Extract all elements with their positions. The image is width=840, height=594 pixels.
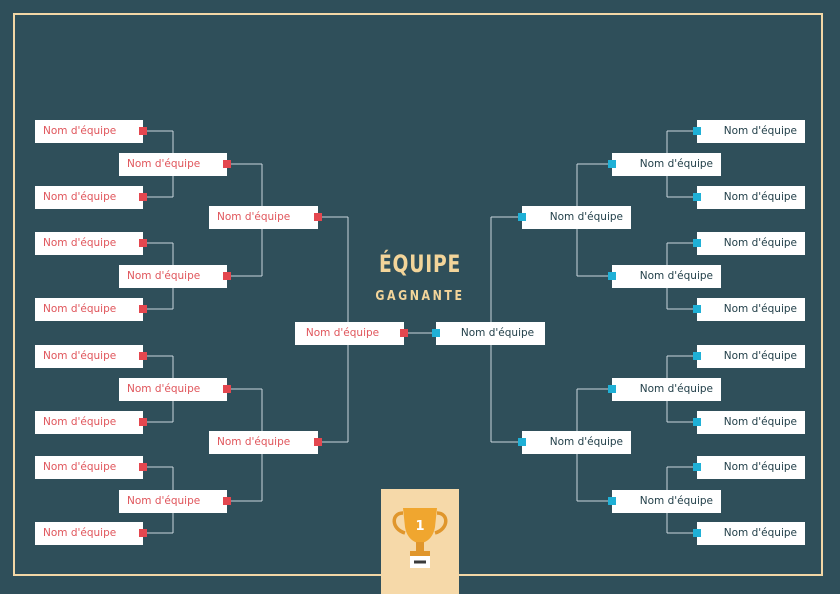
red-connector-marker [400,329,408,337]
right-round3-team[interactable]: Nom d'équipe [518,205,631,229]
right-round2-team[interactable]: Nom d'équipe [608,152,721,176]
team-name-label: Nom d'équipe [549,435,623,448]
winner-title: ÉQUIPE [378,250,462,278]
right-round1-team[interactable]: Nom d'équipe [693,521,805,545]
trophy-panel: 1 [381,489,459,594]
red-connector-marker [223,160,231,168]
right-round1-team[interactable]: Nom d'équipe [693,297,805,321]
team-name-label: Nom d'équipe [43,236,117,249]
right-round1-team[interactable]: Nom d'équipe [693,185,805,209]
team-name-label: Nom d'équipe [723,349,797,362]
blue-connector-marker [608,272,616,280]
red-connector-marker [314,213,322,221]
trophy-number: 1 [415,519,424,534]
team-name-label: Nom d'équipe [43,349,117,362]
red-connector-marker [139,352,147,360]
right-round1-team[interactable]: Nom d'équipe [693,455,805,479]
team-name-label: Nom d'équipe [723,415,797,428]
right-round1-team[interactable]: Nom d'équipe [693,119,805,143]
team-name-label: Nom d'équipe [639,382,713,395]
right-round1-team[interactable]: Nom d'équipe [693,410,805,434]
left-round1-team[interactable]: Nom d'équipe [35,231,147,255]
blue-connector-marker [693,529,701,537]
team-name-label: Nom d'équipe [723,460,797,473]
team-name-label: Nom d'équipe [43,190,117,203]
red-connector-marker [139,193,147,201]
team-name-label: Nom d'équipe [723,526,797,539]
team-name-label: Nom d'équipe [723,302,797,315]
blue-connector-marker [693,239,701,247]
left-round1-team[interactable]: Nom d'équipe [35,297,147,321]
team-name-label: Nom d'équipe [639,269,713,282]
left-round1-team[interactable]: Nom d'équipe [35,119,147,143]
team-name-label: Nom d'équipe [127,269,201,282]
blue-connector-marker [608,160,616,168]
blue-connector-marker [608,385,616,393]
red-connector-marker [223,497,231,505]
team-name-label: Nom d'équipe [127,157,201,170]
team-name-label: Nom d'équipe [305,326,380,339]
left-round2-team[interactable]: Nom d'équipe [119,377,231,401]
left-finalist[interactable]: Nom d'équipe [295,321,408,345]
team-name-label: Nom d'équipe [460,326,535,339]
team-name-label: Nom d'équipe [639,494,713,507]
blue-connector-marker [693,418,701,426]
team-name-label: Nom d'équipe [723,236,797,249]
left-round3-team[interactable]: Nom d'équipe [209,430,322,454]
team-name-label: Nom d'équipe [43,124,117,137]
team-name-label: Nom d'équipe [723,190,797,203]
left-round3-team[interactable]: Nom d'équipe [209,205,322,229]
right-round1-team[interactable]: Nom d'équipe [693,231,805,255]
blue-connector-marker [693,352,701,360]
blue-connector-marker [693,127,701,135]
team-name-label: Nom d'équipe [217,435,291,448]
team-name-label: Nom d'équipe [43,302,117,315]
blue-connector-marker [693,305,701,313]
right-round2-team[interactable]: Nom d'équipe [608,377,721,401]
team-name-label: Nom d'équipe [127,382,201,395]
right-round3-team[interactable]: Nom d'équipe [518,430,631,454]
red-connector-marker [223,385,231,393]
blue-connector-marker [693,193,701,201]
red-connector-marker [314,438,322,446]
left-round2-team[interactable]: Nom d'équipe [119,489,231,513]
red-connector-marker [139,239,147,247]
blue-connector-marker [432,329,440,337]
team-name-label: Nom d'équipe [43,460,117,473]
right-finalist[interactable]: Nom d'équipe [432,321,545,345]
team-name-label: Nom d'équipe [723,124,797,137]
team-name-label: Nom d'équipe [549,210,623,223]
red-connector-marker [139,463,147,471]
right-round1-team[interactable]: Nom d'équipe [693,344,805,368]
left-round1-team[interactable]: Nom d'équipe [35,521,147,545]
left-round1-team[interactable]: Nom d'équipe [35,410,147,434]
red-connector-marker [139,127,147,135]
red-connector-marker [139,529,147,537]
blue-connector-marker [518,438,526,446]
left-round1-team[interactable]: Nom d'équipe [35,185,147,209]
red-connector-marker [223,272,231,280]
left-round2-team[interactable]: Nom d'équipe [119,264,231,288]
trophy-icon: 1 [392,508,448,568]
red-connector-marker [139,418,147,426]
blue-connector-marker [693,463,701,471]
team-name-label: Nom d'équipe [43,526,117,539]
left-round1-team[interactable]: Nom d'équipe [35,344,147,368]
blue-connector-marker [518,213,526,221]
team-name-label: Nom d'équipe [127,494,201,507]
team-name-label: Nom d'équipe [639,157,713,170]
red-connector-marker [139,305,147,313]
winner-subtitle: GAGNANTE [375,289,465,304]
team-name-label: Nom d'équipe [217,210,291,223]
left-round1-team[interactable]: Nom d'équipe [35,455,147,479]
blue-connector-marker [608,497,616,505]
right-round2-team[interactable]: Nom d'équipe [608,489,721,513]
left-round2-team[interactable]: Nom d'équipe [119,152,231,176]
team-name-label: Nom d'équipe [43,415,117,428]
right-round2-team[interactable]: Nom d'équipe [608,264,721,288]
